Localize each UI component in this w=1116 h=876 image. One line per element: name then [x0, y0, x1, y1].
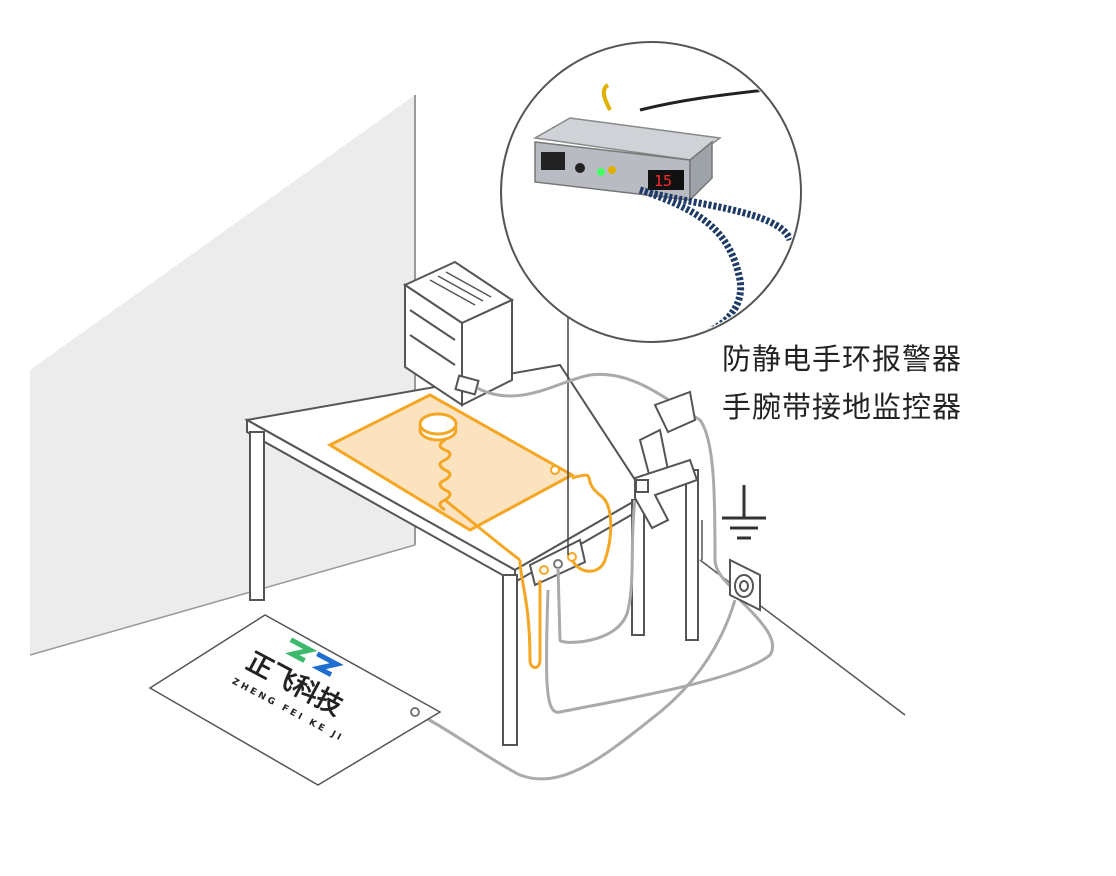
caption-line-1: 防静电手环报警器 [722, 342, 963, 376]
device-display-value: 15 [654, 172, 672, 190]
back-wall [30, 95, 415, 655]
clamp-icon [634, 390, 699, 530]
orange-cables [518, 473, 613, 669]
ground-symbol-icon [722, 485, 766, 540]
caption-line-2: 手腕带接地监控器 [722, 390, 963, 424]
pc-ground-port [454, 374, 480, 396]
floor-mat [148, 614, 442, 786]
computer-case [402, 260, 515, 407]
esd-table-mat [326, 393, 576, 532]
device-detail-callout: 15 [500, 41, 802, 343]
wrist-strap-icon [418, 412, 521, 562]
wall-socket-icon [729, 558, 761, 612]
